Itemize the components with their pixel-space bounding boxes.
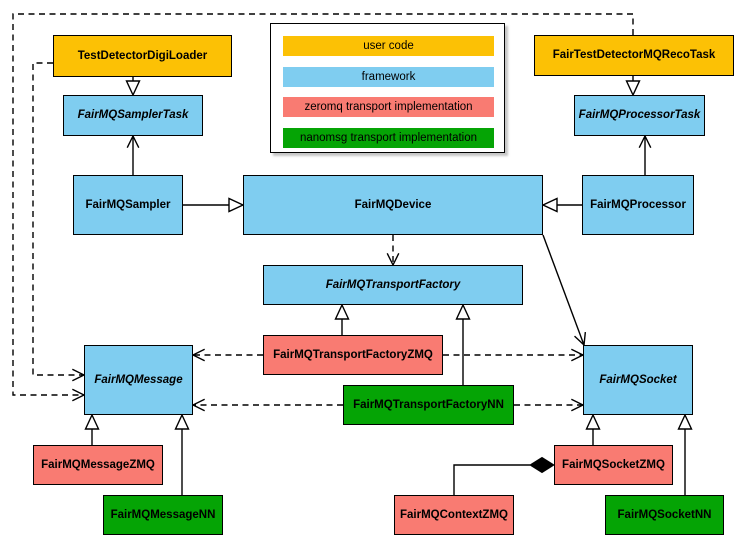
node-label: FairMQTransportFactoryNN bbox=[353, 398, 504, 411]
edge-test-detector-digi-loader--fairmq-message bbox=[32, 62, 85, 382]
node-test-detector-digi-loader: TestDetectorDigiLoader bbox=[53, 35, 232, 77]
edge-fairmq-transport-factory-nn--fairmq-socket bbox=[514, 398, 584, 412]
edge-fairmq-transport-factory-zmq--fairmq-message bbox=[192, 348, 263, 362]
edge-test-detector-digi-loader--fairmq-sampler-task bbox=[125, 77, 141, 97]
node-label: TestDetectorDigiLoader bbox=[77, 49, 208, 62]
edge-fairmq-device--fairmq-socket bbox=[542, 234, 587, 346]
legend-item-label: nanomsg transport implementation bbox=[299, 131, 478, 144]
node-fairmq-sampler: FairMQSampler bbox=[73, 175, 183, 235]
node-label: FairMQSamplerTask bbox=[77, 109, 189, 122]
edge-fairmq-transport-factory-zmq--fairmq-socket bbox=[443, 348, 584, 362]
edge-fairmq-context-zmq--fairmq-socket-zmq bbox=[453, 456, 555, 495]
edge-fairmq-processor--fairmq-device bbox=[541, 197, 582, 213]
edge-fairmq-message-zmq--fairmq-message bbox=[84, 413, 100, 445]
node-fairmq-processor-task: FairMQProcessorTask bbox=[574, 95, 705, 136]
node-fairmq-transport-factory-nn: FairMQTransportFactoryNN bbox=[343, 385, 514, 425]
node-fairmq-socket-zmq: FairMQSocketZMQ bbox=[554, 445, 673, 485]
node-label: FairMQMessageZMQ bbox=[41, 458, 155, 471]
edge-fair-test-detector-mq-reco-task--fairmq-processor-task bbox=[625, 76, 641, 97]
node-fairmq-device: FairMQDevice bbox=[243, 175, 543, 235]
node-label: FairMQSocketNN bbox=[617, 508, 712, 521]
node-label: FairMQTransportFactory bbox=[325, 278, 461, 291]
node-label: FairMQContextZMQ bbox=[400, 508, 508, 521]
legend-item-zeromq: zeromq transport implementation bbox=[283, 97, 494, 118]
legend-item-user_code: user code bbox=[283, 36, 494, 56]
node-label: FairMQMessageNN bbox=[110, 508, 216, 521]
edge-fairmq-transport-factory-zmq--fairmq-transport-factory bbox=[334, 303, 350, 335]
edge-fairmq-socket-nn--fairmq-socket bbox=[677, 413, 693, 495]
edge-fairmq-message-nn--fairmq-message bbox=[174, 413, 190, 495]
node-fairmq-message-zmq: FairMQMessageZMQ bbox=[33, 445, 163, 485]
edge-fairmq-transport-factory-nn--fairmq-message bbox=[192, 398, 343, 412]
node-label: FairMQProcessorTask bbox=[578, 109, 701, 122]
node-label: FairMQTransportFactoryZMQ bbox=[273, 348, 433, 361]
node-label: FairMQDevice bbox=[354, 198, 432, 211]
edge-fairmq-transport-factory-nn--fairmq-transport-factory bbox=[455, 303, 471, 385]
edge-fairmq-socket-zmq--fairmq-socket bbox=[585, 413, 601, 445]
node-label: FairMQProcessor bbox=[590, 198, 686, 211]
edge-fairmq-sampler--fairmq-device bbox=[183, 197, 245, 213]
edge-fairmq-device--fairmq-transport-factory bbox=[386, 235, 400, 266]
node-label: FairMQSampler bbox=[85, 198, 171, 211]
edge-fairmq-processor--fairmq-processor-task bbox=[638, 135, 652, 175]
legend-item-label: user code bbox=[363, 40, 414, 52]
node-fairmq-message-nn: FairMQMessageNN bbox=[103, 495, 223, 535]
node-fairmq-processor: FairMQProcessor bbox=[582, 175, 694, 235]
node-label: FairMQSocket bbox=[599, 373, 677, 386]
node-label: FairTestDetectorMQRecoTask bbox=[552, 49, 716, 62]
node-fairmq-context-zmq: FairMQContextZMQ bbox=[394, 495, 514, 535]
node-fair-test-detector-mq-reco-task: FairTestDetectorMQRecoTask bbox=[534, 35, 734, 76]
legend-item-nanomsg: nanomsg transport implementation bbox=[283, 127, 494, 148]
node-fairmq-socket: FairMQSocket bbox=[583, 345, 693, 415]
node-fairmq-message: FairMQMessage bbox=[84, 345, 193, 415]
edge-fair-test-detector-mq-reco-task--fairmq-message bbox=[12, 13, 634, 402]
node-fairmq-transport-factory: FairMQTransportFactory bbox=[263, 265, 523, 305]
legend-item-framework: framework bbox=[283, 66, 494, 87]
edge-fairmq-sampler--fairmq-sampler-task bbox=[126, 135, 140, 175]
node-fairmq-socket-nn: FairMQSocketNN bbox=[605, 495, 724, 535]
legend-item-label: zeromq transport implementation bbox=[304, 101, 473, 114]
legend-item-label: framework bbox=[361, 70, 416, 83]
node-fairmq-transport-factory-zmq: FairMQTransportFactoryZMQ bbox=[263, 335, 443, 375]
node-label: FairMQSocketZMQ bbox=[562, 458, 665, 471]
node-label: FairMQMessage bbox=[94, 373, 183, 386]
node-fairmq-sampler-task: FairMQSamplerTask bbox=[63, 95, 203, 136]
legend-box: user code framework zeromq transport imple… bbox=[270, 23, 505, 153]
